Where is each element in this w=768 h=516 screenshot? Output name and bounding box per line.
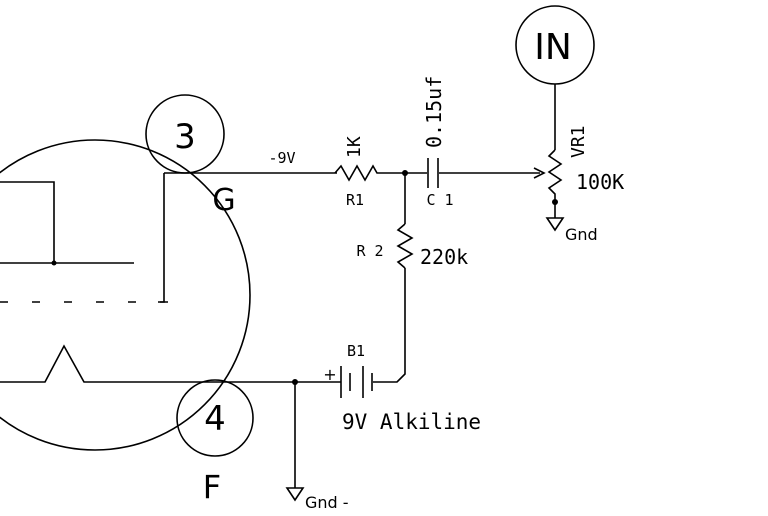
b1-polarity: + — [323, 365, 336, 384]
r2-lead-bottom — [373, 268, 406, 383]
ground-bottom-label: Gnd - — [305, 493, 349, 512]
vr1-resistor — [547, 149, 563, 202]
ground-top-label: Gnd — [565, 225, 598, 244]
b1-ref: B1 — [347, 342, 365, 360]
ground-bottom-icon — [285, 487, 305, 502]
r1-ref: R1 — [346, 191, 364, 209]
r1-value: 1K — [344, 136, 365, 158]
tube-plate-node — [51, 260, 57, 266]
r1-resistor — [334, 164, 405, 182]
wiper-arrow-head — [533, 167, 546, 179]
pin-4-circle — [176, 379, 254, 457]
r2-value: 220k — [420, 245, 468, 269]
vr1-ref: VR1 — [568, 125, 589, 158]
tube-grid-lead — [158, 173, 165, 303]
ground-top-icon — [545, 217, 565, 232]
c1-value: 0.15uf — [422, 76, 446, 148]
vr1-value: 100K — [576, 170, 624, 194]
b1-value: 9V Alkiline — [342, 410, 481, 434]
input-label: IN — [534, 27, 572, 68]
c1-ref: C 1 — [426, 191, 453, 209]
pin-3-number: 3 — [174, 117, 196, 157]
r2-ref: R 2 — [356, 242, 383, 260]
tube-plate — [0, 181, 55, 263]
pin-4-number: 4 — [204, 399, 226, 439]
grid-bias-label: -9V — [268, 149, 295, 167]
tube-filament — [0, 344, 295, 383]
grid-letter: G — [212, 183, 235, 218]
tube-envelope — [0, 139, 251, 451]
r2-resistor — [396, 223, 414, 269]
filament-letter: F — [203, 468, 221, 506]
